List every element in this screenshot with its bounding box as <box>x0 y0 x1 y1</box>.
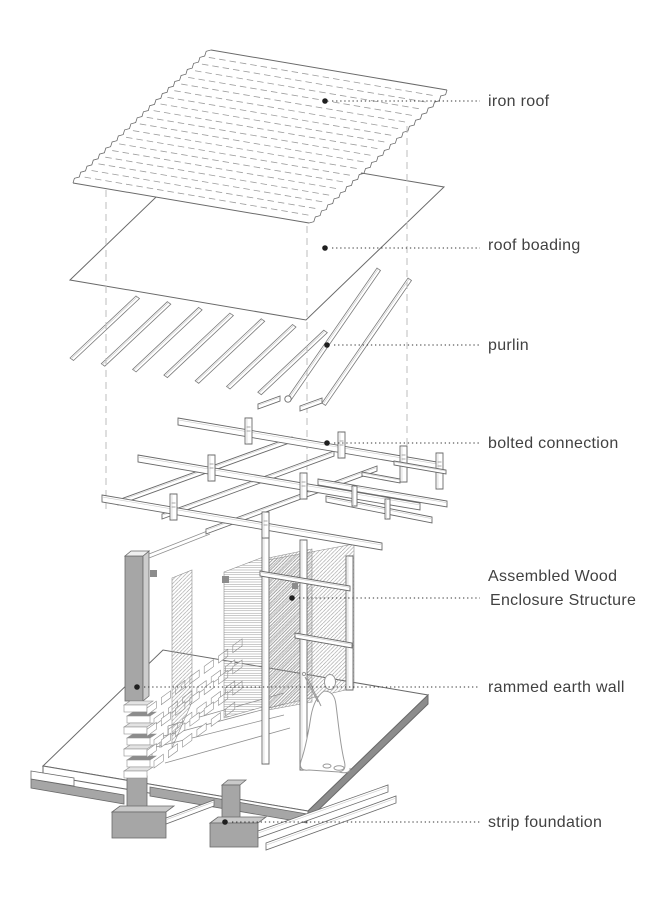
callout-leaders <box>134 98 480 825</box>
leader-dot-assembled-wood-enclosure <box>289 595 295 601</box>
rammed-earth-wall-section <box>123 529 211 779</box>
figure-body <box>299 690 346 773</box>
leader-dot-roof-boarding <box>322 245 328 251</box>
human-figure <box>299 671 351 774</box>
leader-dot-bolted-connection <box>324 440 330 446</box>
figure-foot <box>322 763 332 769</box>
purlin-layer <box>69 267 413 407</box>
timber-frame-bolted <box>101 395 448 771</box>
leader-dot-rammed-earth-wall <box>134 684 140 690</box>
label-rammed-earth-wall: rammed earth wall <box>488 679 625 696</box>
hatched-panel-left <box>171 569 193 749</box>
connector-block <box>292 583 298 589</box>
label-bolted-connection: bolted connection <box>488 435 619 452</box>
connector-block <box>150 570 157 577</box>
label-purlin: purlin <box>488 337 529 354</box>
leader-dot-strip-foundation <box>222 819 228 825</box>
iron-roof-layer <box>72 49 448 224</box>
figure-hand <box>301 671 307 677</box>
label-assembled-wood-line2: Enclosure Structure <box>490 592 636 609</box>
projection-dashed-lines <box>105 126 408 512</box>
leader-dot-purlin <box>324 342 330 348</box>
figure-robe-train <box>338 767 351 774</box>
connector-block <box>222 576 229 583</box>
connector-blocks <box>150 570 298 589</box>
figure-foot <box>333 765 345 771</box>
figure-head <box>324 674 336 690</box>
label-roof-boarding: roof boading <box>488 237 581 254</box>
label-strip-foundation: strip foundation <box>488 814 602 831</box>
label-assembled-wood-line1: Assembled Wood <box>488 568 617 585</box>
hatched-panel-back <box>223 555 267 719</box>
leader-dot-iron-roof <box>322 98 328 104</box>
label-iron-roof: iron roof <box>488 93 550 110</box>
figure-arm <box>304 676 322 707</box>
callout-labels: iron roof roof boading purlin bolted con… <box>488 93 636 831</box>
